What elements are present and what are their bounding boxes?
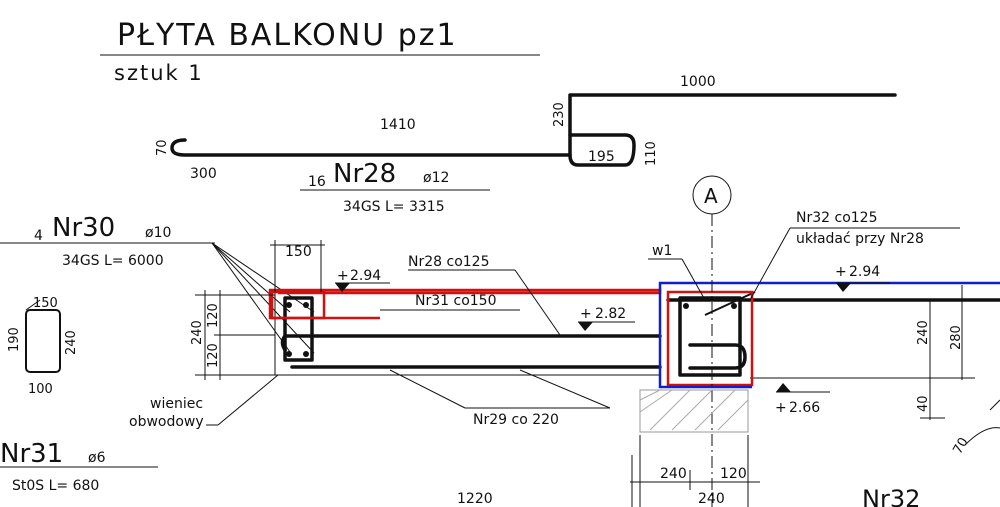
drawing-title: PŁYTA BALKONU pz1 xyxy=(117,18,458,53)
bar-nr28-shape xyxy=(170,93,897,167)
level-294a-sign: + xyxy=(337,268,349,284)
dim-h280: 280 xyxy=(949,325,964,350)
nr28-dim-hook: 70 xyxy=(155,139,170,156)
nr31-dim-right: 240 xyxy=(64,330,79,355)
label-nr31-co150: Nr31 co150 xyxy=(415,293,496,309)
label-nr28-co125: Nr28 co125 xyxy=(408,254,489,270)
support-wall xyxy=(631,389,749,507)
dim-b1220: 1220 xyxy=(457,491,493,507)
nr31-name: Nr31 xyxy=(0,439,63,469)
nr28-count: 16 xyxy=(308,174,326,190)
nr28-dim-tail: 300 xyxy=(190,166,217,182)
nr28-diameter: ø12 xyxy=(423,170,449,186)
nr31-dim-top: 150 xyxy=(33,296,58,311)
nr30-name: Nr30 xyxy=(52,213,115,243)
level-marker-282 xyxy=(578,321,635,331)
label-wieniec: wieniec xyxy=(150,396,203,412)
dim-b120: 120 xyxy=(720,466,747,482)
highlight-red-box-right xyxy=(666,290,754,387)
nr28-dim-loop: 195 xyxy=(588,149,615,165)
level-266: 2.66 xyxy=(789,400,820,416)
dim-h240: 240 xyxy=(190,320,205,345)
label-ukladac: układać przy Nr28 xyxy=(796,231,924,247)
bottom-dimension-lines xyxy=(630,470,760,490)
nr30-leader-lines xyxy=(211,242,315,354)
level-marker-294a xyxy=(335,282,390,292)
highlight-blue xyxy=(658,281,1000,389)
label-obwodowy: obwodowy xyxy=(129,414,204,430)
label-nr29-co220: Nr29 co 220 xyxy=(473,412,559,428)
nr30-diameter: ø10 xyxy=(145,225,171,241)
level-266-sign: + xyxy=(775,400,787,416)
nr31-diameter: ø6 xyxy=(88,450,106,466)
nr28-dim-top: 1000 xyxy=(680,74,716,90)
nr28-dim-rise: 230 xyxy=(552,102,567,127)
level-marker-294b xyxy=(836,282,890,292)
dim-h120a: 120 xyxy=(206,303,221,328)
left-dimension-lines xyxy=(195,240,325,380)
drawing-subtitle: sztuk 1 xyxy=(114,61,204,85)
nr28-name: Nr28 xyxy=(333,159,396,189)
label-nr32-co125: Nr32 co125 xyxy=(796,210,877,226)
nr28-dim-main: 1410 xyxy=(380,117,416,133)
nr30-count: 4 xyxy=(34,228,43,244)
nr31-stirrup-shape xyxy=(25,309,61,373)
nr31-dim-left: 190 xyxy=(7,327,22,352)
level-marker-266 xyxy=(776,383,830,393)
level-282: 2.82 xyxy=(595,306,626,322)
nr28-dim-loop-height: 110 xyxy=(644,141,659,166)
axis-a-label: A xyxy=(704,184,718,208)
dim-w150: 150 xyxy=(285,244,312,260)
section-reinforcement xyxy=(280,291,1000,377)
level-294b-sign: + xyxy=(835,264,847,280)
dim-b240: 240 xyxy=(660,466,687,482)
dim-h240r: 240 xyxy=(916,320,931,345)
level-294a: 2.94 xyxy=(350,268,381,284)
dim-h120b: 120 xyxy=(206,343,221,368)
dim-skew70: 70 xyxy=(950,435,971,457)
level-294b: 2.94 xyxy=(849,264,880,280)
label-nr32-cut: Nr32 xyxy=(862,485,920,507)
highlight-red-box-left xyxy=(270,290,326,320)
dim-h40: 40 xyxy=(916,395,931,412)
nr31-dim-bottom: 100 xyxy=(28,382,53,397)
label-w1: w1 xyxy=(652,243,672,259)
nr30-spec: 34GS L= 6000 xyxy=(62,253,164,269)
right-dimension-lines xyxy=(905,285,975,420)
level-282-sign: + xyxy=(580,306,592,322)
nr28-spec: 34GS L= 3315 xyxy=(343,199,445,215)
dim-b240b: 240 xyxy=(698,491,725,507)
nr31-spec: St0S L= 680 xyxy=(12,478,99,494)
